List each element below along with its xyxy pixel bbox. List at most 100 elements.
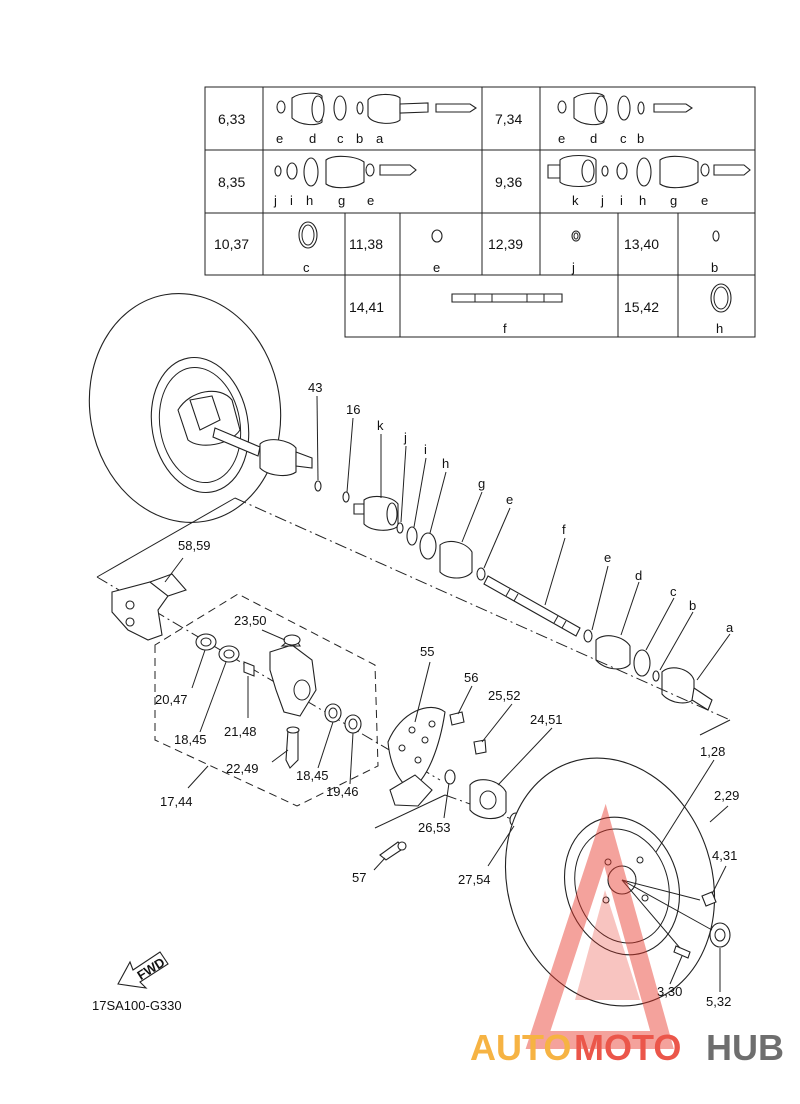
assembly-centerline bbox=[234, 497, 731, 721]
table-part-a: a bbox=[376, 131, 384, 146]
callout-23-50: 23,50 bbox=[234, 613, 267, 628]
leader-lines bbox=[164, 395, 731, 992]
callout-27-54: 27,54 bbox=[458, 872, 491, 887]
table-ref-14-41: 14,41 bbox=[349, 299, 384, 315]
table-ref-15-42: 15,42 bbox=[624, 299, 659, 315]
drive-shaft-assembly bbox=[342, 491, 713, 711]
assembly-12-39-drawing bbox=[571, 230, 581, 242]
table-part-b: b bbox=[356, 131, 363, 146]
table-part-j: j bbox=[600, 193, 604, 208]
callout-16: 16 bbox=[346, 402, 360, 417]
callout-57: 57 bbox=[352, 870, 366, 885]
callout-3-30: 3,30 bbox=[657, 984, 682, 999]
table-part-b: b bbox=[711, 260, 718, 275]
watermark-logo: AUTO MOTO HUB bbox=[470, 803, 784, 1068]
table-part-d: d bbox=[590, 131, 597, 146]
callout-4-31: 4,31 bbox=[712, 848, 737, 863]
table-ref-9-36: 9,36 bbox=[495, 174, 522, 190]
callout-b: b bbox=[689, 598, 696, 613]
watermark-auto: AUTO bbox=[470, 1027, 571, 1068]
fwd-arrow: FWD bbox=[117, 951, 169, 989]
knuckle-group bbox=[111, 573, 379, 807]
table-ref-8-35: 8,35 bbox=[218, 174, 245, 190]
assembly-8-35-drawing bbox=[274, 155, 417, 189]
callout-2-29: 2,29 bbox=[714, 788, 739, 803]
callout-1-28: 1,28 bbox=[700, 744, 725, 759]
callout-e: e bbox=[506, 492, 513, 507]
assembly-11-38-drawing bbox=[431, 229, 443, 243]
callout-55: 55 bbox=[420, 644, 434, 659]
table-part-c: c bbox=[337, 131, 344, 146]
callout-i: i bbox=[424, 442, 427, 457]
callout-22-49: 22,49 bbox=[226, 761, 259, 776]
callout-25-52: 25,52 bbox=[488, 688, 521, 703]
table-part-i: i bbox=[620, 193, 623, 208]
assembly-7-34-drawing bbox=[557, 92, 693, 126]
parts-table: 6,33 7,34 8,35 9,36 10,37 11,38 12,39 13… bbox=[204, 86, 756, 338]
callout-g: g bbox=[478, 476, 485, 491]
table-part-j: j bbox=[273, 193, 277, 208]
table-part-i: i bbox=[290, 193, 293, 208]
callout-18-45-b: 18,45 bbox=[296, 768, 329, 783]
table-part-h: h bbox=[306, 193, 313, 208]
brake-hub-group bbox=[379, 706, 523, 861]
table-part-c: c bbox=[620, 131, 627, 146]
reference-line bbox=[96, 497, 236, 578]
callout-e: e bbox=[604, 550, 611, 565]
table-part-j: j bbox=[571, 260, 575, 275]
callout-24-51: 24,51 bbox=[530, 712, 563, 727]
callout-h: h bbox=[442, 456, 449, 471]
diagram-code: 17SA100-G330 bbox=[92, 998, 182, 1013]
assembly-6-33-drawing bbox=[276, 92, 477, 126]
callout-d: d bbox=[635, 568, 642, 583]
table-ref-6-33: 6,33 bbox=[218, 111, 245, 127]
watermark-moto: MOTO bbox=[574, 1027, 681, 1068]
watermark-hub: HUB bbox=[706, 1027, 784, 1068]
callout-k: k bbox=[377, 418, 384, 433]
assembly-10-37-drawing bbox=[298, 221, 318, 249]
table-part-g: g bbox=[338, 193, 345, 208]
table-part-e: e bbox=[433, 260, 440, 275]
table-part-d: d bbox=[309, 131, 316, 146]
assembly-14-41-drawing bbox=[451, 293, 563, 303]
assembly-13-40-drawing bbox=[712, 230, 720, 242]
table-ref-7-34: 7,34 bbox=[495, 111, 522, 127]
callout-19-46: 19,46 bbox=[326, 784, 359, 799]
right-wheel-assembly bbox=[504, 757, 731, 1007]
table-ref-11-38: 11,38 bbox=[349, 236, 383, 252]
assembly-9-36-drawing bbox=[547, 154, 751, 189]
callout-43: 43 bbox=[308, 380, 322, 395]
table-part-c: c bbox=[303, 260, 310, 275]
callout-labels: 43 16 k j i h g e f e d c b a 58,59 23,5… bbox=[155, 380, 739, 1009]
table-part-g: g bbox=[670, 193, 677, 208]
table-part-f: f bbox=[503, 321, 507, 336]
reference-line-right bbox=[699, 719, 731, 736]
left-wheel-assembly bbox=[88, 293, 322, 523]
table-part-b: b bbox=[637, 131, 644, 146]
assembly-15-42-drawing bbox=[710, 283, 732, 313]
callout-f: f bbox=[562, 522, 566, 537]
table-ref-13-40: 13,40 bbox=[624, 236, 659, 252]
table-ref-10-37: 10,37 bbox=[214, 236, 249, 252]
table-part-e: e bbox=[701, 193, 708, 208]
callout-j: j bbox=[403, 430, 407, 445]
callout-26-53: 26,53 bbox=[418, 820, 451, 835]
callout-58-59: 58,59 bbox=[178, 538, 211, 553]
table-part-e: e bbox=[276, 131, 283, 146]
reference-line-bolt bbox=[374, 794, 446, 829]
callout-21-48: 21,48 bbox=[224, 724, 257, 739]
table-part-e: e bbox=[367, 193, 374, 208]
table-part-e: e bbox=[558, 131, 565, 146]
table-part-k: k bbox=[572, 193, 579, 208]
table-ref-12-39: 12,39 bbox=[488, 236, 523, 252]
callout-c: c bbox=[670, 584, 677, 599]
callout-17-44: 17,44 bbox=[160, 794, 193, 809]
callout-56: 56 bbox=[464, 670, 478, 685]
callout-5-32: 5,32 bbox=[706, 994, 731, 1009]
table-part-h: h bbox=[716, 321, 723, 336]
callout-20-47: 20,47 bbox=[155, 692, 188, 707]
callout-a: a bbox=[726, 620, 734, 635]
table-part-h: h bbox=[639, 193, 646, 208]
callout-18-45: 18,45 bbox=[174, 732, 207, 747]
